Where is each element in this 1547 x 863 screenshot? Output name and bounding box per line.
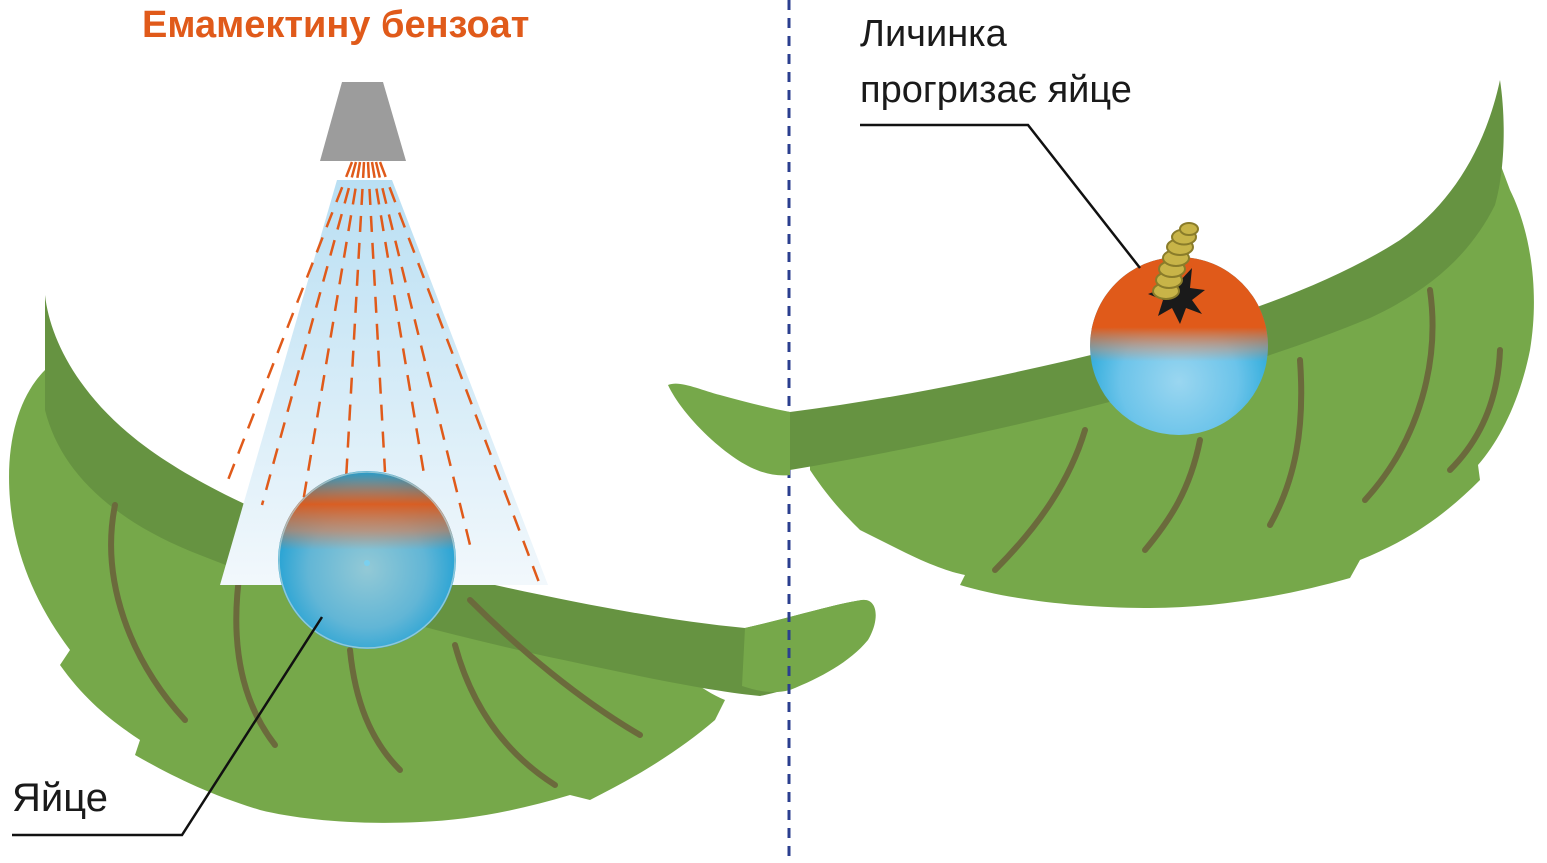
- larva-icon: [1152, 222, 1199, 300]
- spray-nozzle-icon: [320, 82, 406, 161]
- egg-right: [1090, 222, 1268, 435]
- left-leaf-tip: [742, 599, 876, 693]
- left-leaf-veins: [108, 502, 643, 788]
- larva-leader-line: [860, 123, 1141, 269]
- right-leaf-tip: [668, 383, 790, 476]
- egg-leader-line: [12, 616, 324, 837]
- spray: [220, 82, 548, 586]
- egg-left: [278, 471, 456, 649]
- larva-label-line2: прогризає яйце: [860, 69, 1132, 111]
- spray-cone: [220, 180, 548, 585]
- egg-label: Яйце: [12, 776, 108, 820]
- larva-label-line1: Личинка: [860, 13, 1007, 55]
- larva-label: Личинка прогризає яйце: [860, 6, 1132, 118]
- spray-lines: [226, 161, 542, 586]
- chemical-title: Емамектину бензоат: [142, 4, 530, 46]
- right-leaf-veins: [992, 287, 1503, 573]
